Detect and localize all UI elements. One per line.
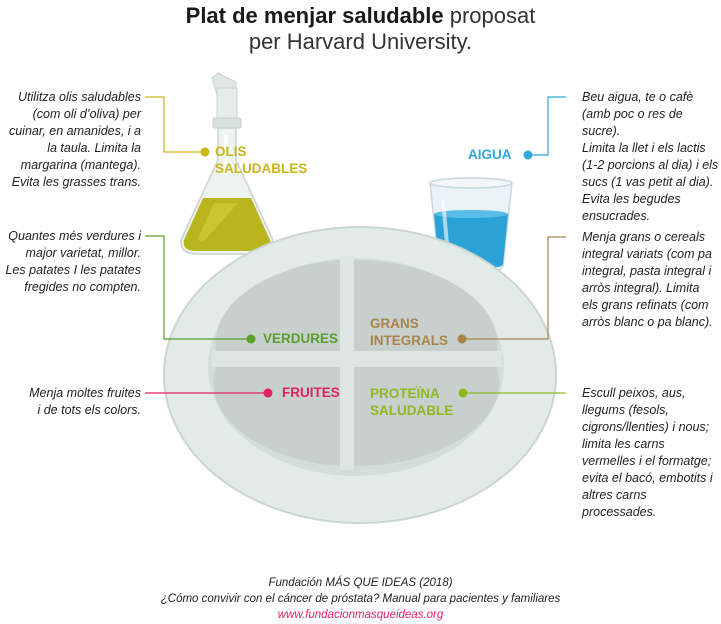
vegetables-label: VERDURES xyxy=(263,331,339,346)
footer-website-link[interactable]: www.fundacionmasqueideas.org xyxy=(277,609,444,621)
oil-bottle-icon xyxy=(180,72,274,255)
footer-book-title: ¿Cómo convivir con el cáncer de próstata… xyxy=(160,593,561,605)
vegetables-note: Quantes més verdures i major varietat, m… xyxy=(5,229,141,294)
plate xyxy=(163,226,557,524)
vegetables-dot xyxy=(246,334,256,344)
water-connector xyxy=(528,96,566,156)
fruits-dot xyxy=(263,388,273,398)
protein-dot xyxy=(458,388,468,398)
water-dot xyxy=(523,150,533,160)
page-subtitle: per Harvard University. xyxy=(0,29,721,55)
title-line2: per Harvard University. xyxy=(248,29,473,54)
grains-connector xyxy=(462,236,566,340)
oils-note: Utilitza olis saludables (com oli d’oliv… xyxy=(8,90,141,189)
protein-label: PROTEÏNA SALUDABLE xyxy=(370,386,454,418)
page-title: Plat de menjar saludable proposat xyxy=(0,3,721,29)
grains-note: Menja grans o cereals integral variats (… xyxy=(582,230,713,329)
vegetables-connector xyxy=(145,235,251,340)
footer-credit: Fundación MÁS QUE IDEAS (2018) xyxy=(268,577,453,589)
fruits-label: FRUITES xyxy=(282,385,340,400)
title-bold: Plat de menjar saludable xyxy=(185,3,444,28)
protein-note: Escull peixos, aus, llegums (fesols, cig… xyxy=(582,386,713,519)
oils-label: OLIS SALUDABLES xyxy=(215,144,308,176)
title-rest: proposat xyxy=(443,3,536,28)
water-note: Beu aigua, te o cafè (amb poc o res de s… xyxy=(582,90,719,223)
oils-dot xyxy=(200,147,210,157)
water-label: AIGUA xyxy=(468,147,512,162)
oils-connector xyxy=(145,96,205,153)
fruits-note: Menja moltes fruites i de tots els color… xyxy=(29,386,141,417)
grains-dot xyxy=(457,334,467,344)
grains-label: GRANS INTEGRALS xyxy=(370,316,449,348)
